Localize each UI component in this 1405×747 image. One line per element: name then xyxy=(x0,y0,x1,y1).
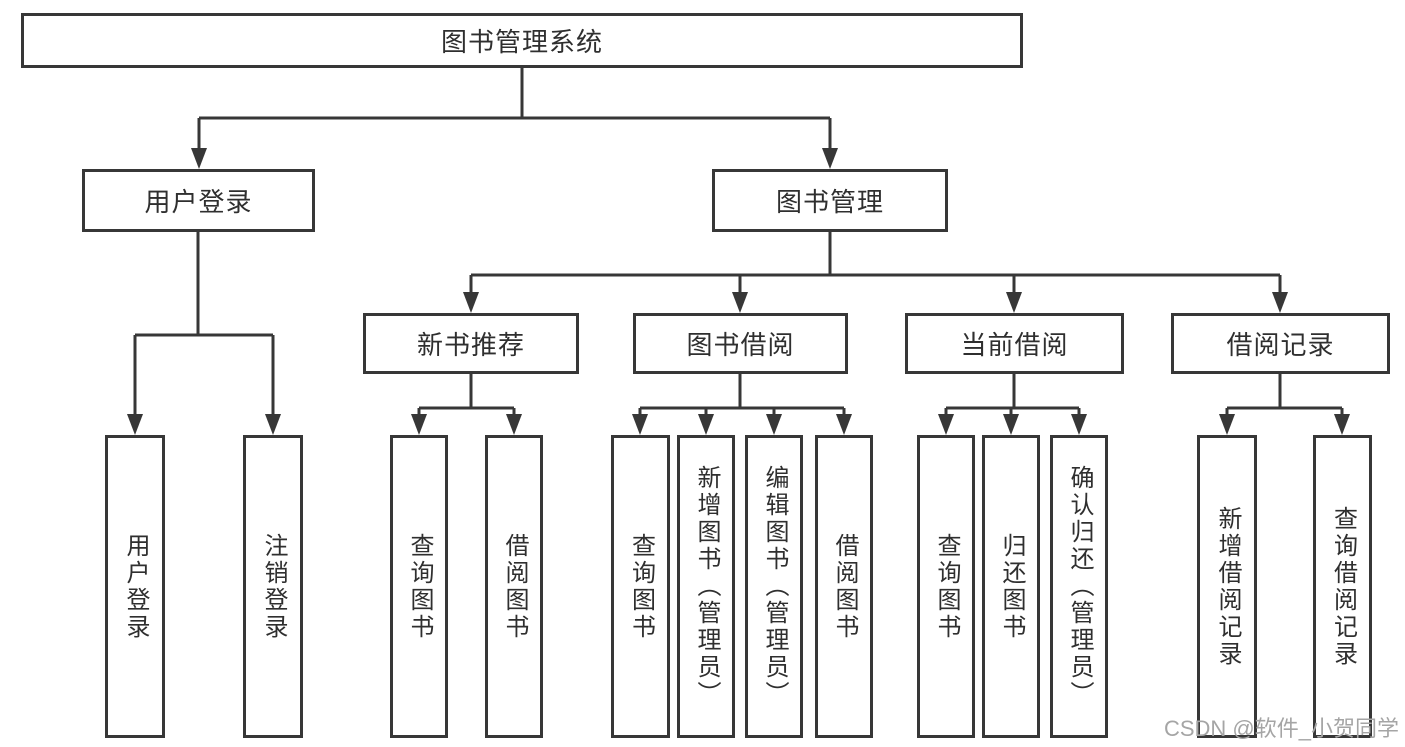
leaf-query-books-current: 查询图书 xyxy=(917,435,975,738)
leaf-return-books: 归还图书 xyxy=(982,435,1040,738)
node-user-login: 用户登录 xyxy=(82,169,315,232)
node-library-management-system: 图书管理系统 xyxy=(21,13,1023,68)
node-label: 借阅记录 xyxy=(1226,330,1335,360)
node-current-borrowing: 当前借阅 xyxy=(905,313,1124,374)
leaf-label: 新增借阅记录 xyxy=(1214,505,1241,668)
node-label: 新书推荐 xyxy=(416,330,525,360)
node-label: 图书借阅 xyxy=(686,330,795,360)
csdn-watermark: CSDN @软件_小贺同学 xyxy=(1163,716,1399,741)
node-label: 当前借阅 xyxy=(960,330,1069,360)
node-label: 图书管理系统 xyxy=(440,27,603,57)
node-label: 图书管理 xyxy=(775,187,884,217)
leaf-borrow-books-recommend: 借阅图书 xyxy=(485,435,543,738)
leaf-label: 注销登录 xyxy=(260,532,287,641)
node-book-borrowing: 图书借阅 xyxy=(633,313,848,374)
leaf-label: 查询图书 xyxy=(627,532,655,641)
leaf-query-borrow-record: 查询借阅记录 xyxy=(1313,435,1372,738)
leaf-label: 确认归还（管理员） xyxy=(1066,465,1093,708)
leaf-label: 查询借阅记录 xyxy=(1329,505,1357,668)
leaf-borrow-books: 借阅图书 xyxy=(815,435,873,738)
leaf-query-books-borrowing: 查询图书 xyxy=(611,435,670,738)
leaf-user-login: 用户登录 xyxy=(105,435,165,738)
leaf-label: 查询图书 xyxy=(406,532,433,641)
node-new-book-recommend: 新书推荐 xyxy=(363,313,579,374)
leaf-label: 借阅图书 xyxy=(501,532,528,641)
leaf-confirm-return-admin: 确认归还（管理员） xyxy=(1050,435,1108,738)
leaf-label: 归还图书 xyxy=(998,532,1025,641)
leaf-logout: 注销登录 xyxy=(243,435,303,738)
leaf-label: 查询图书 xyxy=(933,532,960,641)
leaf-edit-books-admin: 编辑图书（管理员） xyxy=(745,435,803,738)
leaf-add-borrow-record: 新增借阅记录 xyxy=(1197,435,1257,738)
leaf-label: 借阅图书 xyxy=(831,532,858,641)
leaf-query-books-recommend: 查询图书 xyxy=(390,435,448,738)
leaf-label: 用户登录 xyxy=(122,532,149,641)
node-book-management: 图书管理 xyxy=(712,169,948,232)
leaf-label: 编辑图书（管理员） xyxy=(761,465,788,708)
leaf-add-books-admin: 新增图书（管理员） xyxy=(677,435,735,738)
leaf-label: 新增图书（管理员） xyxy=(693,465,720,708)
node-borrowing-records: 借阅记录 xyxy=(1171,313,1390,374)
node-label: 用户登录 xyxy=(144,187,253,217)
